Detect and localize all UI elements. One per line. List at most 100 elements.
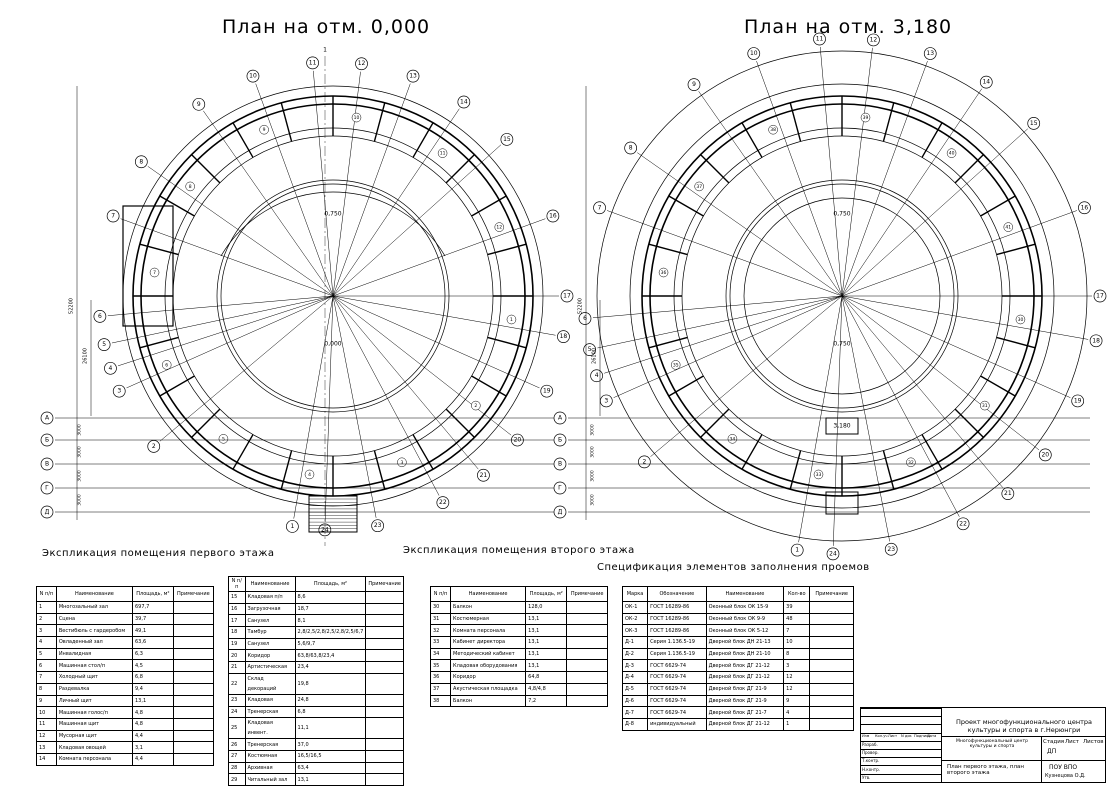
room-number: 1 [510,317,513,323]
room-number-bubble [185,181,195,192]
axis-line-8 [637,152,843,297]
table-cell: Оконный блок ОК 5-12 [705,624,785,638]
axis-label-13: 13 [409,73,417,80]
axis-bubble-2 [638,455,651,469]
axis-line-13 [841,60,928,297]
grid-label-Г: Г [45,485,49,492]
table-cell [809,647,854,661]
axis-line-9 [698,91,843,297]
section-cut-label: 1 [323,47,327,54]
table-cell: Кладовая п/п [244,591,296,604]
plan1-title: План на отм. 0,000 [222,16,431,38]
table-cell: 63,4 [294,761,367,775]
axis-bubble-12 [867,33,880,47]
table-cell: 17 [228,614,246,628]
grid-dimension: 3000 [77,470,83,482]
table-cell: Балкон [450,694,527,708]
axis-line-18 [841,295,1089,340]
table-header-cell: N п/п [429,586,452,602]
table-cell: 11,1 [294,717,367,740]
table-cell: 16 [228,602,246,616]
axis-label-13: 13 [926,50,934,57]
table-cell: Тамбур [244,626,296,639]
axis-label-2: 2 [642,458,646,465]
axis-bubble-19 [540,384,554,398]
table-cell: Машинная стол/п [55,659,134,673]
table-cell: Читальный зал [244,773,296,786]
table-cell: 7 [36,671,57,684]
table-cell: Д-5 [621,682,649,696]
table-cell: 39 [783,601,811,614]
axis-bubble-13 [923,47,937,60]
partition-wall [741,434,763,470]
level-mark-top: 0,750 [833,211,850,218]
axis-label-3: 3 [117,388,121,395]
title-block-sheet-header: Лист [1065,739,1079,745]
table-cell: Дверной блок ДГ 21-9 [705,682,785,696]
axis-label-12: 12 [870,36,878,43]
table-cell: Многозальный зал [55,601,134,614]
dimension-total: 52200 [578,298,584,314]
table-cell: Комната персонала [55,752,134,766]
partition-wall [921,122,943,158]
table-cell [809,671,854,684]
table-cell: 3 [783,659,811,673]
table-cell [566,624,608,638]
table-cell: Инвалидная [55,647,134,661]
room-number-bubble [906,457,916,468]
axis-line-5 [597,295,843,349]
grid-bubble-Б [553,433,567,447]
table-cell: Машинная голос/п [55,706,134,719]
table-cell: Дверной блок ДГ 21-7 [705,706,785,719]
axis-line-15 [841,128,1028,297]
title-block-vline [1041,736,1042,782]
table-cell: 6,3 [132,647,174,661]
table-cell: Тренерская [244,738,296,751]
title-block-sheets-header: Листов [1083,739,1104,745]
room-number: 41 [1005,225,1011,231]
axis-label-5: 5 [102,341,106,348]
axis-bubble-9 [687,78,701,92]
table-cell [809,624,854,638]
table-cell: 34 [429,647,452,661]
partition-wall [487,336,527,349]
dimension-half: 26100 [83,348,89,364]
table-cell [809,717,854,731]
table-cell: Машинная щит [55,717,134,731]
axis-bubble-4 [590,369,603,383]
table-cell: ОК-2 [621,612,649,626]
axis-label-15: 15 [503,136,511,143]
axis-line-18 [332,295,556,336]
table-cell: 6 [36,659,57,673]
table-cell [365,761,404,775]
table-cell: Сцена [55,612,134,626]
partition-wall [191,154,221,184]
table-cell: 33 [429,636,452,649]
room-number-bubble [860,112,871,123]
room-number: 39 [863,115,869,121]
axis-bubble-7 [593,201,606,215]
room-number: 3 [400,460,403,466]
partition-wall [412,122,434,158]
table-cell [566,659,608,673]
axis-bubble-18 [557,330,570,343]
axis-bubble-21 [1001,487,1015,500]
table-cell [809,601,854,614]
table-cell: 23 [228,693,246,707]
table-cell [809,682,854,696]
axis-line-9 [203,110,334,297]
table-cell: 11 [36,717,57,731]
table-cell: 23,4 [294,661,367,674]
table-cell: 13,1 [525,636,568,649]
